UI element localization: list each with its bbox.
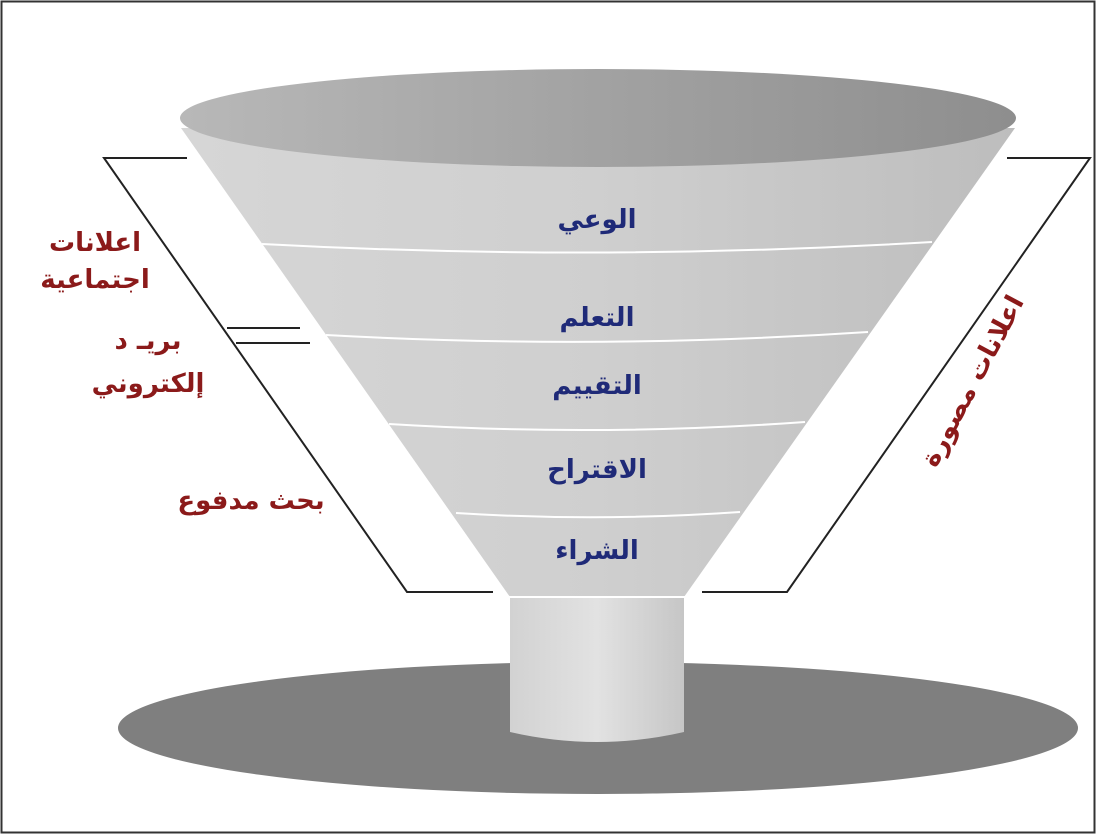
funnel-top-ellipse [180, 69, 1016, 167]
channel-label-social-ads-line1: اعلانات [49, 228, 141, 258]
funnel-body [181, 128, 1015, 597]
stage-label-proposal: الاقتراح [547, 455, 647, 485]
channel-label-social-ads-line2: اجتماعية [40, 265, 150, 295]
stage-divider [261, 241, 933, 254]
stage-label-learning: التعلم [560, 303, 635, 333]
left-bracket [102, 157, 493, 593]
channel-label-paid-search: بحث مدفوع [177, 486, 324, 516]
channel-label-email-line2: إلكتروني [92, 369, 205, 399]
stage-label-awareness: الوعي [557, 205, 636, 235]
stage-label-purchase: الشراء [555, 536, 639, 566]
stage-divider [325, 331, 869, 343]
stage-label-evaluation: التقييم [552, 371, 642, 401]
stage-divider [455, 511, 741, 519]
channel-label-email-line1: بريـ د [115, 326, 182, 356]
right-bracket [702, 157, 1092, 593]
funnel-stem [510, 597, 684, 742]
stage-divider [388, 421, 806, 432]
